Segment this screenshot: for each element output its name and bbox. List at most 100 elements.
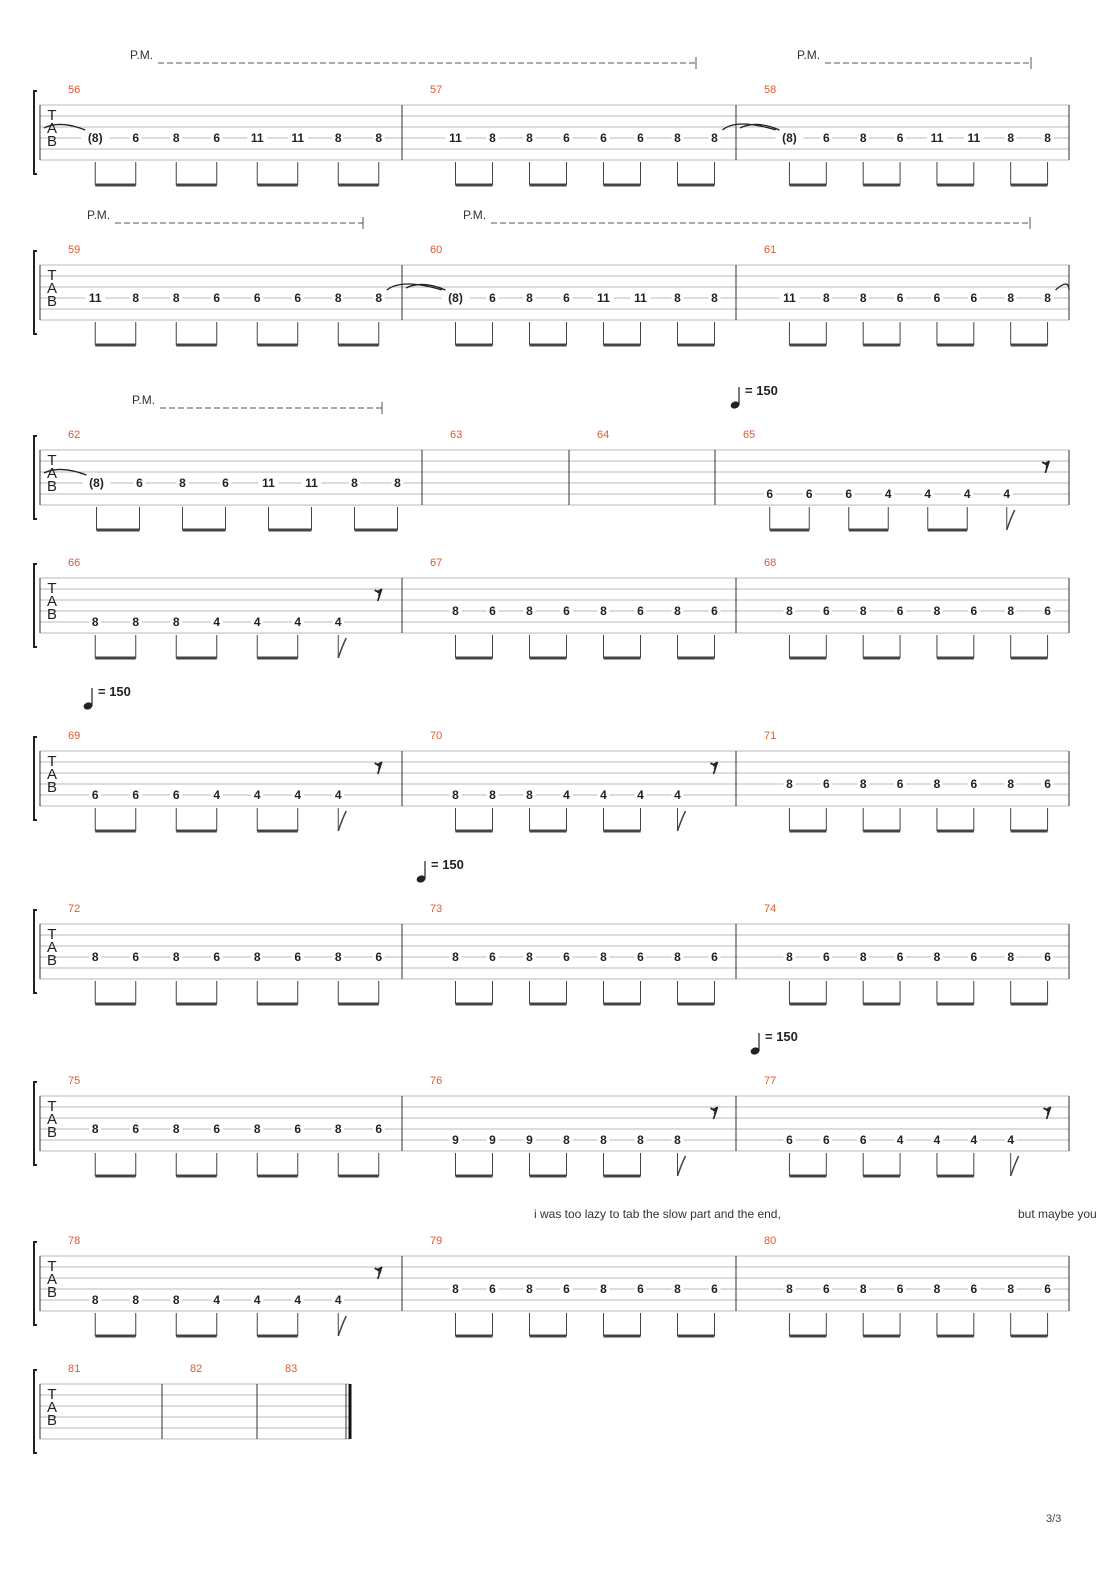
tempo-value: = 150 xyxy=(431,857,464,872)
fret-bg xyxy=(251,1121,264,1133)
tab-clef-letter: A xyxy=(47,1271,57,1288)
fret-number: 8 xyxy=(674,1282,681,1296)
fret-bg xyxy=(894,776,907,788)
fret-bg xyxy=(708,130,721,142)
fret-bg xyxy=(129,614,142,626)
note-flag xyxy=(337,810,347,832)
measure-number: 62 xyxy=(68,429,80,441)
measure-number: 70 xyxy=(430,730,442,742)
fret-bg xyxy=(597,949,610,961)
fret-number: 4 xyxy=(213,788,220,802)
eighth-rest-icon: 𝄾 xyxy=(712,759,717,774)
fret-number: 4 xyxy=(637,788,644,802)
measure-number: 66 xyxy=(68,557,80,569)
fret-bg xyxy=(210,614,223,626)
fret-bg xyxy=(894,130,907,142)
fret-bg xyxy=(634,130,647,142)
measure-number: 81 xyxy=(68,1363,80,1375)
fret-bg xyxy=(779,290,800,302)
fret-number: 6 xyxy=(294,1122,301,1136)
fret-number: 6 xyxy=(637,131,644,145)
note-flag xyxy=(1006,509,1016,531)
tie-arc xyxy=(43,468,87,476)
fret-number: 8 xyxy=(132,615,139,629)
fret-number: 8 xyxy=(600,950,607,964)
fret-number: 8 xyxy=(934,777,941,791)
fret-number: 8 xyxy=(934,1282,941,1296)
fret-number: 6 xyxy=(213,950,220,964)
fret-number: 6 xyxy=(489,950,496,964)
fret-number: (8) xyxy=(88,131,103,145)
fret-number: 6 xyxy=(563,131,570,145)
measure-number: 60 xyxy=(430,244,442,256)
fret-number: 6 xyxy=(711,950,718,964)
fret-bg xyxy=(291,787,304,799)
lyric-text: i was too lazy to tab the slow part and … xyxy=(534,1207,781,1221)
palm-mute-label: P.M. xyxy=(87,208,110,222)
fret-number: 4 xyxy=(1007,1133,1014,1147)
fret-bg xyxy=(967,949,980,961)
fret-number: 8 xyxy=(674,291,681,305)
fret-number: 4 xyxy=(213,615,220,629)
fret-number: 8 xyxy=(674,950,681,964)
fret-bg xyxy=(671,1281,684,1293)
fret-number: 6 xyxy=(823,777,830,791)
fret-number: 9 xyxy=(452,1133,459,1147)
fret-bg xyxy=(332,787,345,799)
fret-number: 4 xyxy=(254,1293,261,1307)
fret-bg xyxy=(1004,776,1017,788)
fret-number: 4 xyxy=(294,1293,301,1307)
fret-bg xyxy=(372,130,385,142)
fret-number: 8 xyxy=(1007,131,1014,145)
fret-bg xyxy=(82,475,111,487)
fret-number: 4 xyxy=(674,788,681,802)
fret-number: 8 xyxy=(637,1133,644,1147)
fret-number: 6 xyxy=(563,604,570,618)
fret-number: 8 xyxy=(335,291,342,305)
fret-bg xyxy=(523,290,536,302)
fret-bg xyxy=(597,787,610,799)
measure-number: 61 xyxy=(764,244,776,256)
fret-bg xyxy=(301,475,322,487)
fret-number: 6 xyxy=(823,604,830,618)
fret-bg xyxy=(857,776,870,788)
fret-bg xyxy=(89,1292,102,1304)
note-flag xyxy=(337,637,347,659)
tie-arc xyxy=(722,123,777,131)
fret-number: 6 xyxy=(132,131,139,145)
eighth-rest-glyph xyxy=(374,1266,383,1280)
fret-bg xyxy=(894,290,907,302)
fret-bg xyxy=(857,130,870,142)
fret-bg xyxy=(332,130,345,142)
fret-bg xyxy=(176,475,189,487)
fret-bg xyxy=(930,290,943,302)
fret-bg xyxy=(251,787,264,799)
tab-clef-letter: A xyxy=(47,1111,57,1128)
fret-bg xyxy=(930,776,943,788)
tab-clef-letter: B xyxy=(47,293,57,310)
fret-number: 6 xyxy=(132,1122,139,1136)
fret-bg xyxy=(523,130,536,142)
fret-bg xyxy=(1000,486,1013,498)
fret-bg xyxy=(708,1281,721,1293)
fret-bg xyxy=(1041,1281,1054,1293)
fret-bg xyxy=(708,603,721,615)
fret-number: 8 xyxy=(452,788,459,802)
fret-number: 8 xyxy=(934,950,941,964)
fret-bg xyxy=(708,949,721,961)
fret-bg xyxy=(1041,603,1054,615)
fret-number: 8 xyxy=(823,291,830,305)
fret-number: 8 xyxy=(173,291,180,305)
fret-bg xyxy=(219,475,232,487)
fret-number: 6 xyxy=(970,1282,977,1296)
fret-number: 6 xyxy=(489,291,496,305)
fret-bg xyxy=(857,603,870,615)
measure-number: 69 xyxy=(68,730,80,742)
fret-bg xyxy=(634,1281,647,1293)
measure-number: 78 xyxy=(68,1235,80,1247)
fret-number: 8 xyxy=(526,131,533,145)
palm-mute-label: P.M. xyxy=(130,48,153,62)
fret-bg xyxy=(523,949,536,961)
tempo-note-icon xyxy=(416,875,426,883)
